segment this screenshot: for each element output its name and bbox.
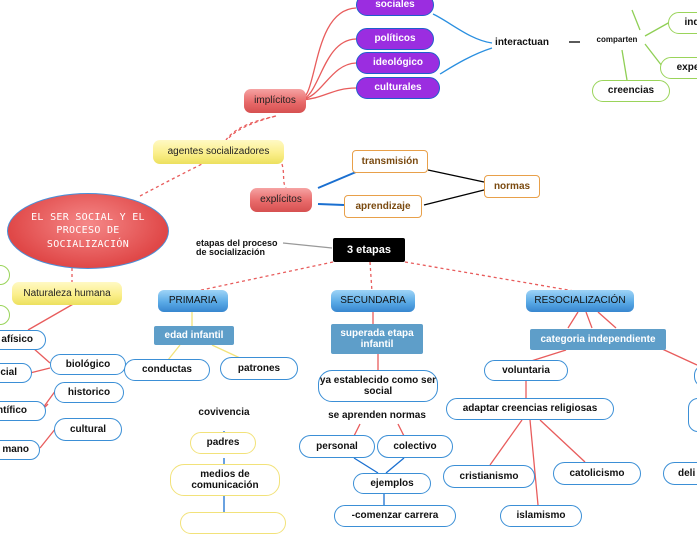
creencias-node[interactable]: creencias [592, 80, 670, 102]
categoria-independiente-node[interactable]: categoria independiente [530, 329, 666, 350]
cientifico-node[interactable]: ntífico [0, 401, 46, 421]
implicitos-node[interactable]: implícitos [244, 89, 306, 113]
aprendizaje-node[interactable]: aprendizaje [344, 195, 422, 218]
politicos-node[interactable]: políticos [356, 28, 434, 50]
patrones-node[interactable]: patrones [220, 357, 298, 380]
resocializacion-node[interactable]: RESOCIALIZACIÓN [526, 290, 634, 312]
agentes-socializadores-node[interactable]: agentes socializadores [153, 140, 284, 164]
islamismo-node[interactable]: islamismo [500, 505, 582, 527]
ya-establecido-node[interactable]: ya establecido como ser social [318, 370, 438, 402]
primaria-bottom-node[interactable] [180, 512, 286, 534]
se-aprenden-normas-label: se aprenden normas [328, 409, 426, 421]
covivencia-label: covivencia [198, 407, 250, 419]
personal-node[interactable]: personal [299, 435, 375, 458]
ideologico-node[interactable]: ideológico [356, 52, 440, 74]
cultural-node[interactable]: cultural [54, 418, 122, 441]
inq-node[interactable]: inq [668, 12, 697, 34]
conductas-node[interactable]: conductas [124, 359, 210, 381]
naturaleza-humana-node[interactable]: Naturaleza humana [12, 282, 122, 305]
social-node[interactable]: cial [0, 363, 32, 383]
catolicismo-node[interactable]: catolicismo [553, 462, 641, 485]
main-topic-node[interactable]: EL SER SOCIAL Y EL PROCESO DE SOCIALIZAC… [7, 193, 169, 269]
comparten-label[interactable]: comparten [596, 35, 638, 45]
interactuan-label[interactable]: interactuan [495, 37, 549, 49]
ejemplos-node[interactable]: ejemplos [353, 473, 431, 494]
etapas-label: etapas del proceso de socialización [196, 237, 278, 257]
culturales-node[interactable]: culturales [356, 77, 440, 99]
deli-node[interactable]: deli [663, 462, 697, 485]
secundaria-node[interactable]: SECUNDARIA [331, 290, 415, 312]
normas-node[interactable]: normas [484, 175, 540, 198]
humano-node[interactable]: mano [0, 440, 40, 460]
biologico-node[interactable]: biológico [50, 354, 126, 375]
edad-infantil-node[interactable]: edad infantil [154, 326, 234, 345]
right-edge-node-2[interactable] [688, 398, 697, 432]
afisico-node[interactable]: afísico [0, 330, 46, 350]
voluntaria-node[interactable]: voluntaria [484, 360, 568, 381]
connector-lines [27, 7, 697, 512]
adaptar-creencias-node[interactable]: adaptar creencias religiosas [446, 398, 614, 420]
padres-node[interactable]: padres [190, 432, 256, 454]
historico-node[interactable]: historico [54, 382, 124, 403]
superada-etapa-node[interactable]: superada etapa infantil [331, 324, 423, 354]
sociales-node[interactable]: sociales [356, 0, 434, 16]
transmision-node[interactable]: transmisión [352, 150, 428, 173]
expe-node[interactable]: expe [660, 57, 697, 79]
cristianismo-node[interactable]: cristianismo [443, 465, 535, 488]
comenzar-carrera-node[interactable]: -comenzar carrera [334, 505, 456, 527]
colectivo-node[interactable]: colectivo [377, 435, 453, 458]
medios-comunicacion-node[interactable]: medios de comunicación [170, 464, 280, 496]
tres-etapas-node[interactable]: 3 etapas [333, 238, 405, 262]
primaria-node[interactable]: PRIMARIA [158, 290, 228, 312]
explicitos-node[interactable]: explícitos [250, 188, 312, 212]
